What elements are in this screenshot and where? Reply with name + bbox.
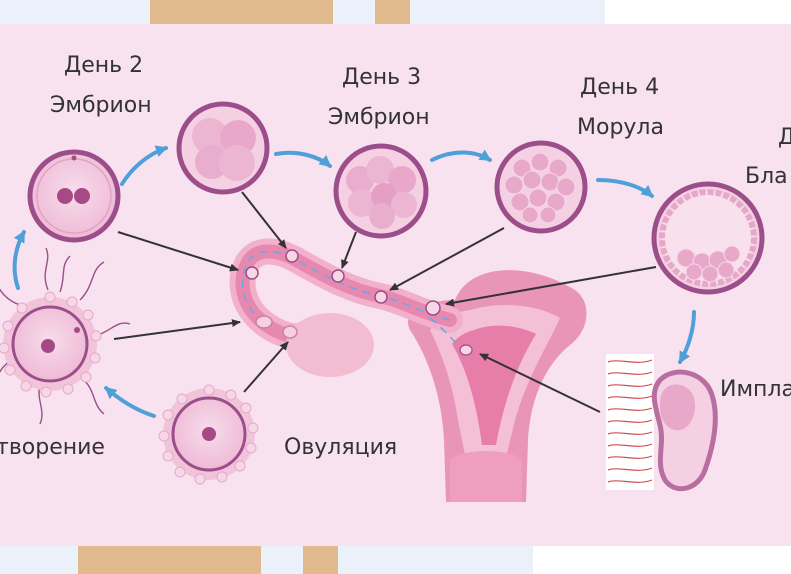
top-tab-right [375,0,410,24]
label-embryo-day3: Эмбрион [328,105,430,130]
bottom-tab-right [303,546,338,574]
zygote-two-cell [27,149,121,243]
ovulation-egg-cell [158,384,259,485]
top-white-block [605,0,791,24]
label-morula: Морула [577,115,664,140]
sequence-arrows [12,145,696,418]
label-ovulation: Овуляция [284,435,398,460]
top-tab-left [150,0,333,24]
blastocyst-cell [651,181,765,295]
implantation-illustration [606,354,718,492]
pointer-arrows [113,191,657,413]
bottom-tab-left [78,546,261,574]
embryo-day2-cell [176,101,270,195]
label-implantation-partial: Импла [720,377,791,402]
bottom-white-block [533,546,791,574]
label-fertilization-partial: творение [0,435,105,460]
label-day4: День 4 [580,75,660,100]
label-blastocyst-partial: Бла [745,164,788,189]
uterus [229,238,587,502]
label-day3: День 3 [342,65,422,90]
label-day5-partial: Д [778,125,791,150]
label-embryo-day2: Эмбрион [50,93,152,118]
label-day2: День 2 [64,53,144,78]
fertilized-egg-cell [0,247,131,425]
morula-cell [494,140,588,234]
embryo-day3-cell [333,143,429,239]
